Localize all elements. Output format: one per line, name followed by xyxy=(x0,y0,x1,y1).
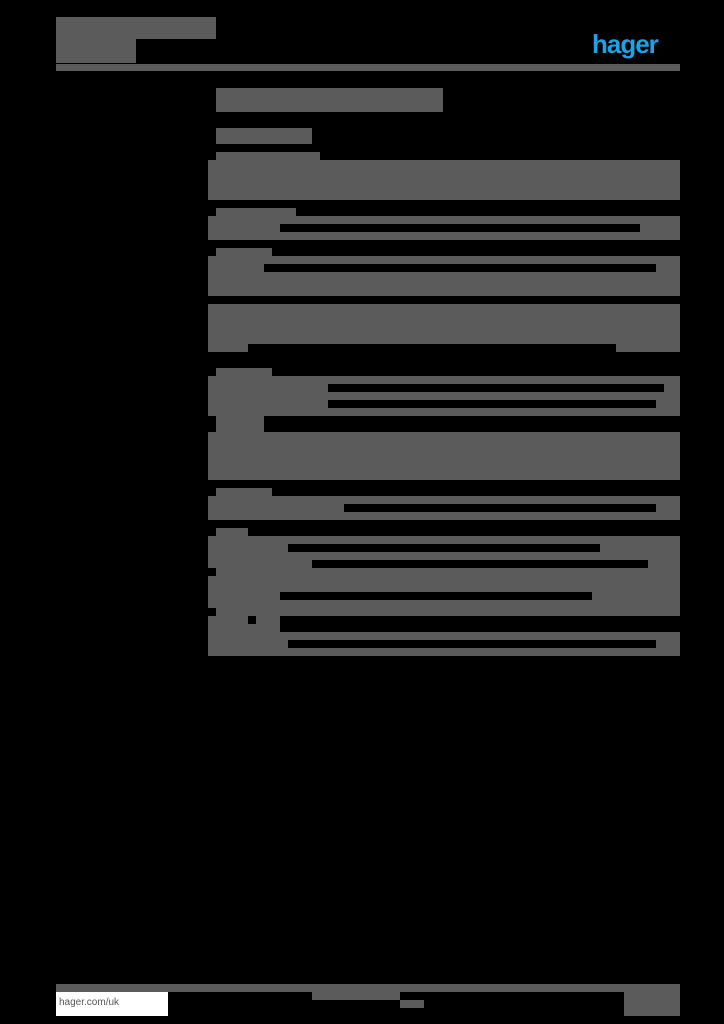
footer-rule xyxy=(56,984,680,992)
footer-page-info-redacted xyxy=(624,992,680,1016)
section-label xyxy=(216,368,272,376)
footer-center-info-redacted-2 xyxy=(400,1000,424,1008)
footer-url-link[interactable]: hager.com/uk xyxy=(59,997,120,1008)
document-title-redacted xyxy=(56,17,216,39)
section-label xyxy=(216,248,272,256)
header-rule xyxy=(56,64,680,71)
section-label xyxy=(216,208,296,216)
page-subheading-redacted xyxy=(216,128,312,144)
section-table xyxy=(208,160,680,200)
footer-url-box[interactable]: hager.com/uk xyxy=(56,992,168,1016)
section-label xyxy=(216,416,264,432)
hager-logo: hager xyxy=(592,29,659,59)
section-label xyxy=(216,488,272,496)
footer-center-info-redacted xyxy=(312,992,400,1000)
section-table xyxy=(208,376,680,416)
section-label xyxy=(216,152,320,160)
page-heading-redacted xyxy=(216,88,443,112)
section-table xyxy=(208,432,680,480)
document-subtitle-redacted xyxy=(56,39,136,63)
section-label xyxy=(216,528,248,536)
section-table xyxy=(208,256,680,296)
